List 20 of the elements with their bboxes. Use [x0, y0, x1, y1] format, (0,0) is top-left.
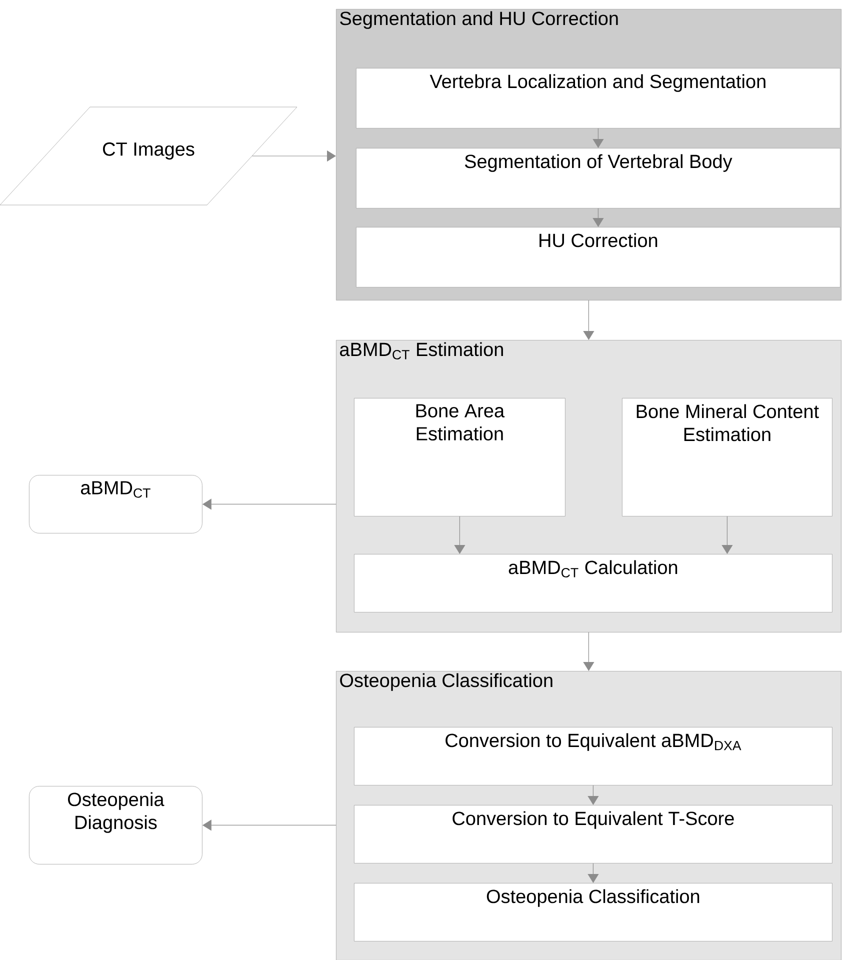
arrow — [583, 632, 594, 671]
process-box: aBMD$_{CT}$ Calculation — [354, 554, 832, 612]
process-box: Conversion to Equivalent T-Score — [354, 805, 832, 864]
arrow — [588, 863, 599, 883]
process-box: Conversion to Equivalent aBMD$_{DXA}$ — [354, 727, 832, 786]
output-box: Osteopenia Diagnosis — [29, 786, 202, 864]
arrow — [588, 785, 599, 805]
process-box: Bone Mineral Content Estimation — [622, 398, 832, 516]
output-box: aBMD$_{CT}$ — [29, 475, 202, 534]
arrow — [722, 516, 733, 554]
data-parallelogram: CT Images — [0, 106, 298, 206]
arrow — [454, 516, 466, 554]
process-box: Osteopenia Classification — [354, 883, 832, 942]
process-box: Vertebra Localization and Segmentation — [356, 68, 840, 128]
process-box: Segmentation of Vertebral Body — [356, 148, 840, 208]
arrow — [592, 208, 604, 227]
process-box: HU Correction — [356, 227, 840, 288]
process-box: Bone Area Estimation — [354, 398, 566, 516]
arrow — [583, 300, 594, 340]
arrow — [592, 128, 604, 148]
